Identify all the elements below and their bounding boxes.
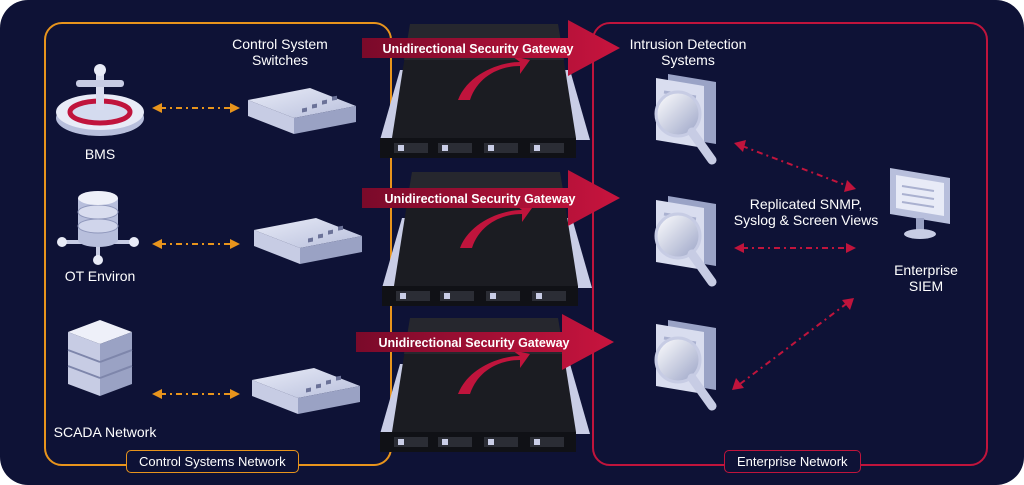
enterprise-links [739, 145, 849, 385]
gateway-arrow-1 [362, 20, 620, 76]
enterprise-network-label: Enterprise Network [724, 450, 861, 473]
gateway-label-3: Unidirectional Security Gateway [378, 336, 569, 350]
bms-icon [56, 64, 144, 136]
control-links [160, 107, 232, 395]
siem-monitor-icon [890, 168, 950, 239]
server-stack-icon [67, 320, 133, 396]
control-systems-network-label: Control Systems Network [126, 450, 299, 473]
gateway-label-2: Unidirectional Security Gateway [384, 192, 575, 206]
replication-text: Replicated SNMP, Syslog & Screen Views [733, 196, 879, 228]
control-link-arrowheads [152, 103, 240, 399]
gateway-arrow-3 [356, 314, 614, 370]
source-label-ot-environ: OT Environ [64, 268, 136, 284]
enterprise-link-arrowheads [732, 140, 856, 390]
database-icon [57, 191, 139, 265]
ids-magnifier-icon-1 [656, 74, 716, 160]
control-switches-header: Control System Switches [232, 36, 328, 68]
ids-magnifier-icon-3 [656, 320, 716, 406]
source-label-scada: SCADA Network [53, 424, 157, 440]
ids-header: Intrusion Detection Systems [629, 36, 747, 68]
control-switch-3 [252, 368, 360, 414]
gateway-arrow-2 [362, 170, 620, 226]
ids-magnifier-icon-2 [656, 196, 716, 282]
control-switch-1 [248, 88, 356, 134]
control-switch-2 [254, 218, 362, 264]
source-label-bms: BMS [84, 146, 116, 162]
siem-label: Enterprise SIEM [894, 262, 958, 294]
gateway-label-1: Unidirectional Security Gateway [382, 42, 573, 56]
